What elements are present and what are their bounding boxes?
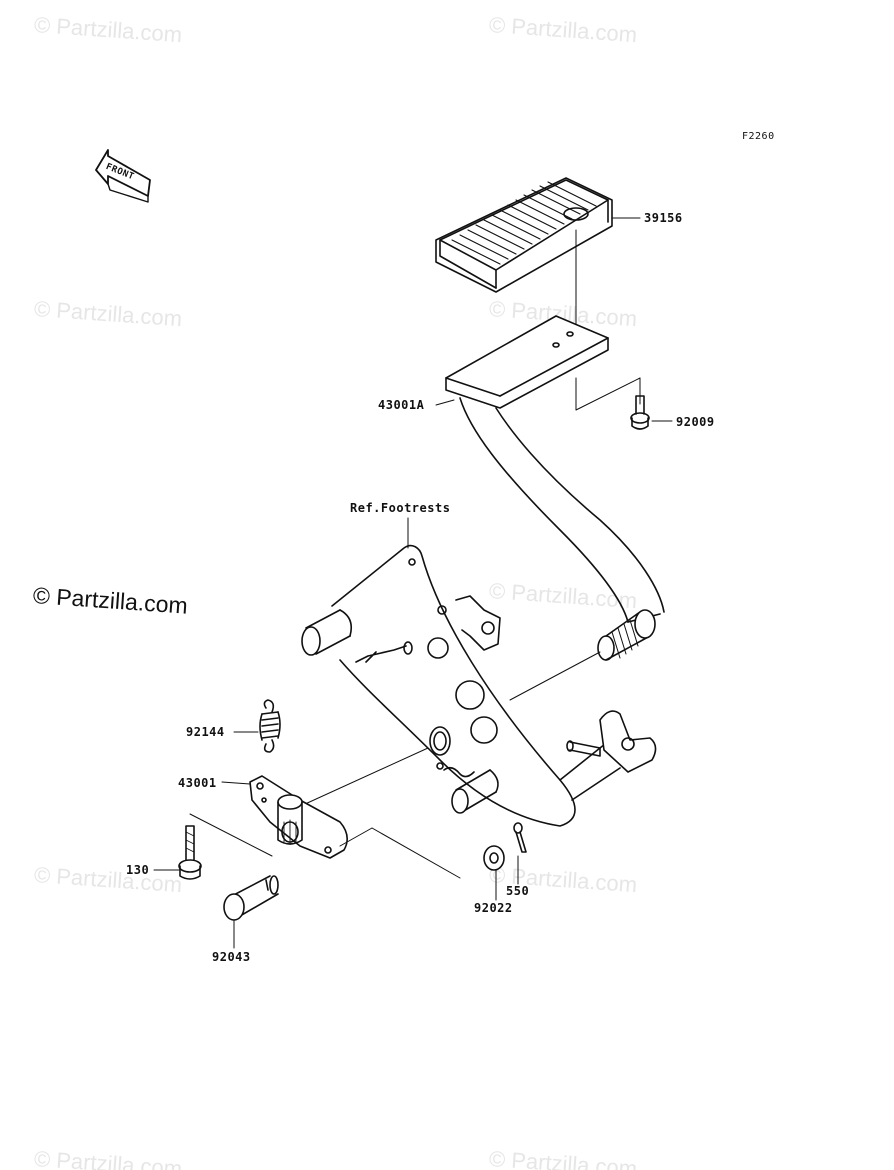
cotter-pin-drawing (513, 822, 527, 853)
part-39156-label[interactable]: 39156 (644, 211, 683, 225)
bolt-92009-drawing (575, 377, 650, 430)
clevis-pin-drawing (223, 875, 279, 921)
pedal-arm-drawing (445, 315, 665, 661)
footrest-bracket-drawing (291, 544, 657, 827)
pedal-pad-drawing (435, 177, 613, 331)
part-92009-label[interactable]: 92009 (676, 415, 715, 429)
spring-drawing (259, 699, 281, 753)
part-92043-label[interactable]: 92043 (212, 950, 251, 964)
ref-footrests-label: Ref.Footrests (350, 501, 451, 515)
part-130-label[interactable]: 130 (126, 863, 150, 877)
figure-code: F2260 (742, 131, 775, 142)
washer-drawing (483, 845, 505, 871)
front-arrow-icon (95, 149, 151, 203)
part-43001a-label[interactable]: 43001A (378, 398, 425, 412)
lever-drawing (189, 775, 461, 879)
part-550-label[interactable]: 550 (506, 884, 530, 898)
leader-lines (153, 217, 673, 949)
bolt-130-drawing (178, 825, 202, 880)
part-92022-label[interactable]: 92022 (474, 901, 513, 915)
part-43001-label[interactable]: 43001 (178, 776, 217, 790)
part-92144-label[interactable]: 92144 (186, 725, 225, 739)
